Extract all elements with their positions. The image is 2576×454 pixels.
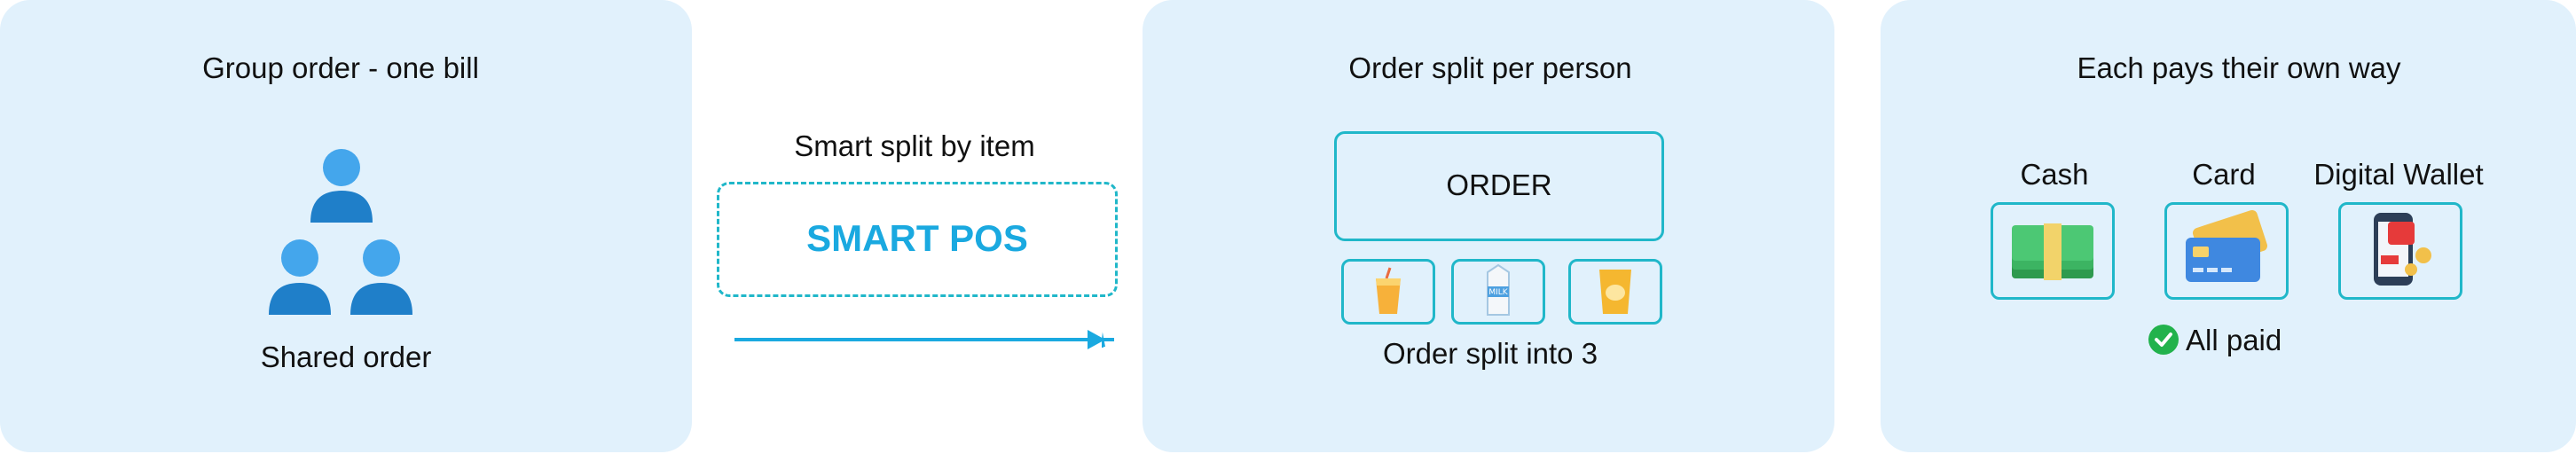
order-split-title: Order split per person (1348, 51, 1632, 84)
person-icon (350, 239, 412, 315)
all-paid-status: All paid (2186, 324, 2282, 356)
payment-title: Each pays their own way (2077, 51, 2401, 84)
people-group (269, 149, 412, 315)
group-order-title: Group order - one bill (202, 51, 479, 84)
shared-order-caption: Shared order (260, 340, 432, 373)
order-label: ORDER (1446, 168, 1552, 201)
person-icon (310, 149, 373, 223)
smart-split-label: Smart split by item (794, 129, 1035, 162)
check-icon (2148, 325, 2179, 355)
method-label-card: Card (2192, 158, 2256, 191)
group-order-panel (0, 0, 692, 452)
wallet-phone-icon (2374, 213, 2431, 286)
chips-bag-icon (1599, 270, 1631, 314)
smart-pos-label: SMART POS (806, 217, 1028, 259)
order-box (1334, 131, 1664, 241)
juice-cup-icon (1376, 267, 1401, 314)
smart-pos-box (717, 182, 1118, 297)
order-split-caption: Order split into 3 (1382, 337, 1598, 370)
flow-arrowhead (1088, 330, 1105, 349)
flow-arrow (734, 332, 1114, 348)
milk-carton-icon: MILK (1487, 263, 1510, 316)
cash-icon (2012, 223, 2093, 280)
method-label-cash: Cash (2020, 158, 2089, 191)
person-icon (269, 239, 331, 315)
method-label-wallet: Digital Wallet (2313, 158, 2484, 191)
svg-text:MILK: MILK (1488, 288, 1508, 297)
card-icon (2186, 209, 2267, 282)
